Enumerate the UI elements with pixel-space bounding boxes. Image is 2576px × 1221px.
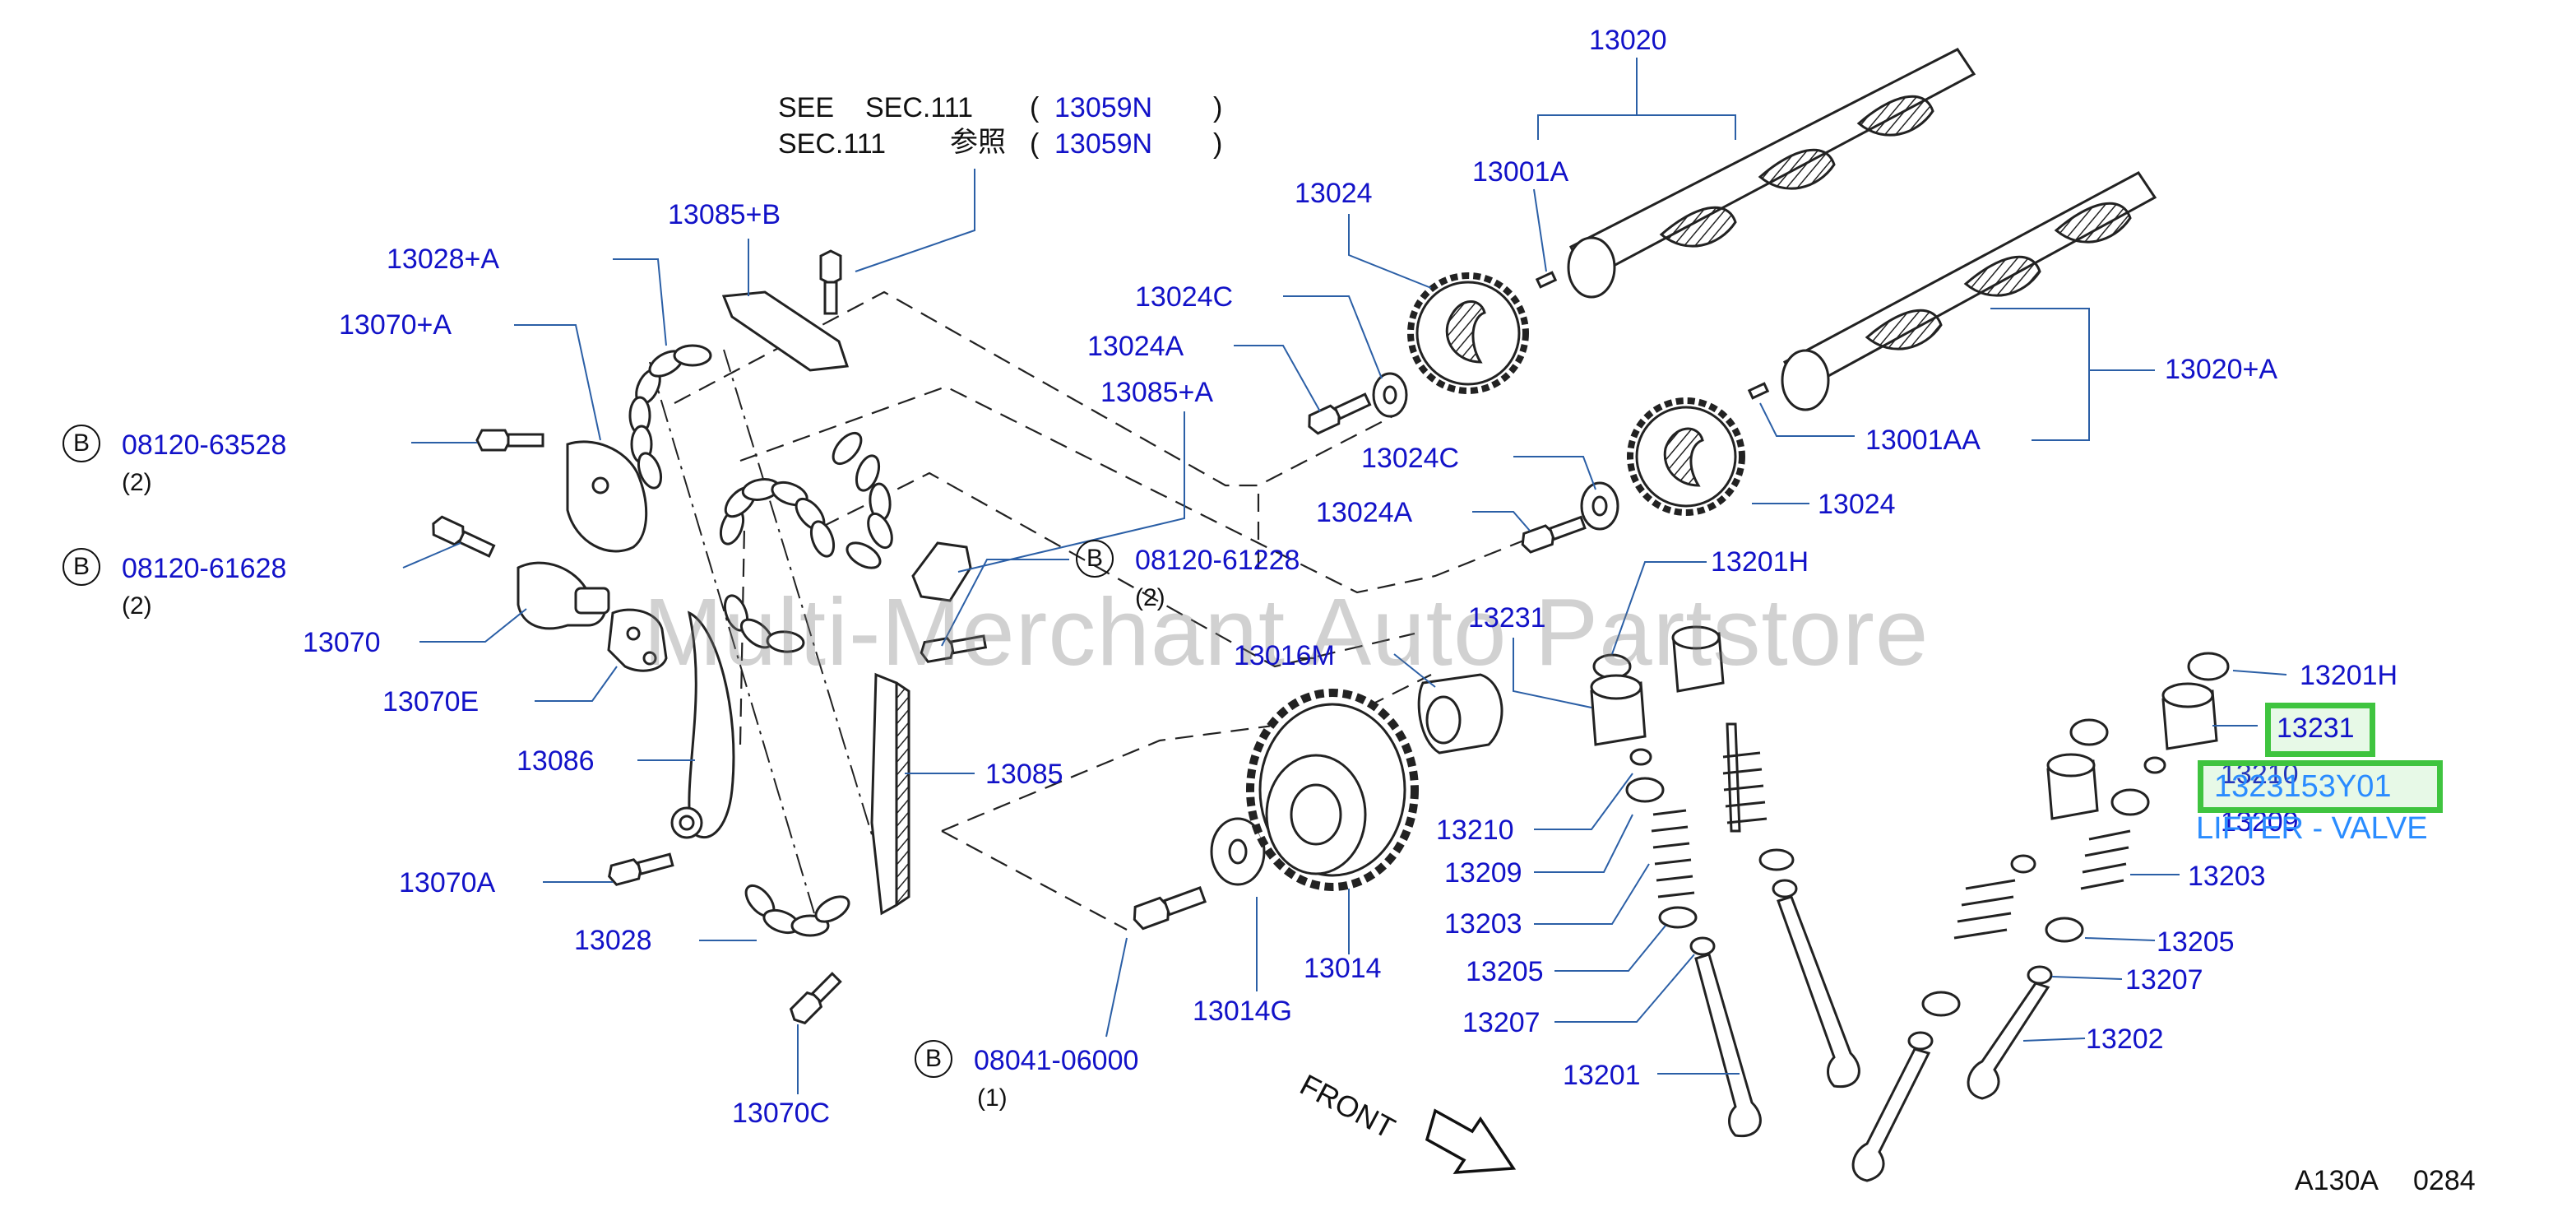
callout-13209-mid[interactable]: 13209 [1444,857,1522,889]
callout-13070C[interactable]: 13070C [732,1098,831,1129]
callout-13014G[interactable]: 13014G [1193,996,1292,1027]
bolt-qty: (1) [977,1084,1008,1112]
callout-13070A-plus[interactable]: 13070+A [339,309,452,341]
callout-13085B[interactable]: 13085+B [668,199,781,230]
camshaft-sprocket-upper [1407,272,1529,394]
camshaft-13020 [1535,48,1976,299]
callout-13207-right[interactable]: 13207 [2125,964,2203,996]
bolt-marker-b-icon: B [63,425,100,462]
ref-open-1: ( [1030,92,1040,123]
callout-13001AA[interactable]: 13001AA [1865,425,1981,456]
callout-13016M[interactable]: 13016M [1234,640,1335,671]
callout-13024C-top[interactable]: 13024C [1135,281,1234,313]
callout-13020A[interactable]: 13020+A [2165,354,2278,385]
primary-timing-chain [628,344,850,937]
callout-13070E[interactable]: 13070E [382,686,480,717]
bolt-qty: (2) [122,592,152,620]
callout-13202[interactable]: 13202 [2086,1024,2164,1055]
callout-13205-right[interactable]: 13205 [2157,926,2235,958]
camshaft-sprocket-lower [1627,397,1745,516]
figure-number: 0284 [2413,1165,2476,1196]
callout-13001A[interactable]: 13001A [1472,156,1569,188]
figure-code: A130A [2295,1165,2379,1196]
callout-13201H-right[interactable]: 13201H [2300,660,2398,691]
ref-open-2: ( [1030,128,1040,160]
chain-guide-13085 [870,672,910,916]
slack-guide-13085A [911,541,972,602]
crankshaft-sprocket-13014 [1246,689,1419,891]
ref-code-1[interactable]: 13059N [1054,92,1153,123]
gasket-13070E [607,608,668,672]
highlight-box-13231[interactable] [2265,703,2375,757]
ref-close-2: ) [1213,128,1223,160]
callout-13205-mid[interactable]: 13205 [1466,956,1544,987]
store-watermark: Multi-Merchant Auto Partstore [643,578,1930,685]
ref-close-1: ) [1213,92,1223,123]
tensioner-bracket [566,440,648,553]
bolts [432,249,1587,1025]
ref-see: SEE [778,92,835,123]
highlight-box-part-number[interactable] [2198,760,2443,813]
callout-13085[interactable]: 13085 [985,759,1063,790]
highlighted-part-description: LIFTER - VALVE [2196,811,2428,846]
valve-train-center [1590,625,1860,1138]
callout-13024A-top[interactable]: 13024A [1087,331,1184,362]
callout-13210-mid[interactable]: 13210 [1436,815,1514,846]
ref-sec-2: SEC.111 [778,128,887,160]
callout-13231-mid[interactable]: 13231 [1468,602,1546,634]
callout-13086[interactable]: 13086 [517,745,595,777]
bolt-qty: (2) [1135,584,1165,611]
callout-13024-top[interactable]: 13024 [1295,178,1373,209]
bolt-code-08120-61228[interactable]: 08120-61228 [1135,545,1300,576]
bolt-marker-b-icon: B [915,1040,952,1078]
callout-13203-right[interactable]: 13203 [2188,861,2266,892]
callout-13014[interactable]: 13014 [1304,953,1382,984]
bolt-code-08120-63528[interactable]: 08120-63528 [122,429,287,461]
camshaft-13020A [1747,171,2157,411]
chain-guide-dashdot [649,349,889,914]
callout-13201[interactable]: 13201 [1563,1060,1641,1091]
bolt-code-08041-06000[interactable]: 08041-06000 [974,1045,1139,1076]
callout-13201H-mid[interactable]: 13201H [1711,546,1809,578]
secondary-timing-chain [719,431,893,653]
valve-train-right [1851,652,2230,1182]
idler-13016M [1417,673,1503,754]
callout-13024C-mid[interactable]: 13024C [1361,443,1460,474]
highlighted-part-number[interactable]: 1323153Y01 [2214,769,2392,804]
callout-13020[interactable]: 13020 [1589,25,1667,56]
bolt-qty: (2) [122,469,152,496]
callout-13024A-mid[interactable]: 13024A [1316,497,1413,528]
chain-tensioner-arm [670,610,735,839]
callout-13024-mid[interactable]: 13024 [1818,489,1896,520]
callout-13070[interactable]: 13070 [303,627,381,658]
callout-13207-mid[interactable]: 13207 [1462,1007,1541,1038]
chain-guide-13085B [721,290,850,372]
ref-code-2[interactable]: 13059N [1054,128,1153,160]
callout-leader-lines [402,58,2287,1094]
callout-13028A[interactable]: 13028+A [387,244,500,275]
bolt-marker-b-icon: B [63,548,100,586]
washers [1210,372,1619,886]
callout-13028[interactable]: 13028 [574,925,652,956]
callout-13231-right[interactable]: 13231 [2277,713,2355,744]
callout-13070A[interactable]: 13070A [399,867,496,898]
callout-13085A[interactable]: 13085+A [1100,377,1214,408]
bolt-marker-b-icon: B [1076,540,1114,578]
ref-kanji: 参照 [950,127,1006,158]
callout-13203-mid[interactable]: 13203 [1444,908,1522,940]
tensioner-13070 [517,561,610,630]
bolt-code-08120-61628[interactable]: 08120-61628 [122,553,287,584]
ref-sec-1: SEC.111 [865,92,974,123]
front-arrow-icon [1425,1108,1517,1174]
